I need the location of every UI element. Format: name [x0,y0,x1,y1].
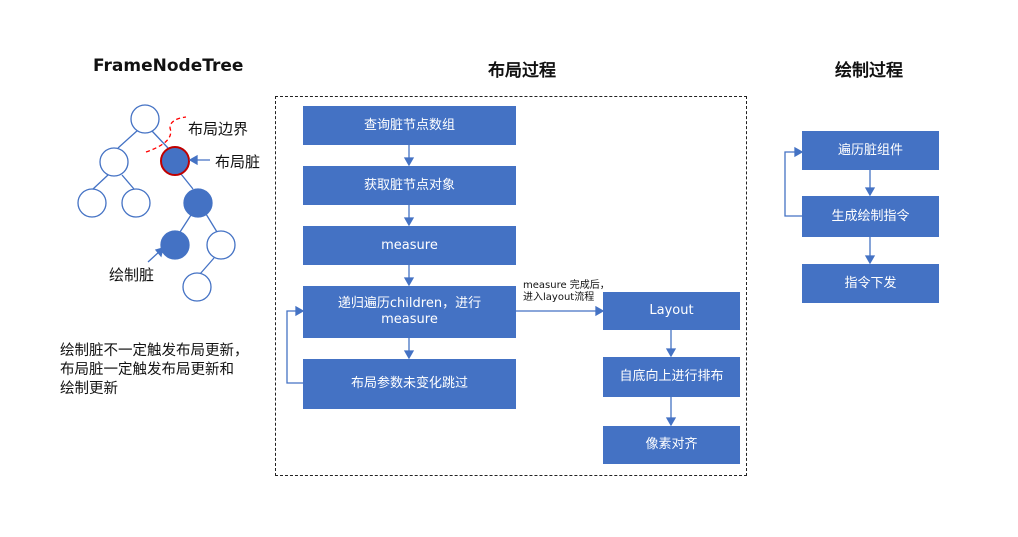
step-dispatch-commands: 指令下发 [802,264,939,303]
note-line-2: 布局脏一定触发布局更新和 [60,362,234,378]
step-generate-draw-commands: 生成绘制指令 [802,196,939,237]
transition-label: measure 完成后， 进入layout流程 [523,280,610,304]
transition-label-line-1: measure 完成后， [523,280,610,291]
draw-dirty-label: 绘制脏 [109,266,155,284]
layout-title: 布局过程 [488,61,556,81]
tree-node-lr [121,188,151,218]
tree-node-mid-filled [183,188,213,218]
tree-node-left [99,147,129,177]
step-recursive-measure-label: 递归遍历children，进行measure [337,296,482,327]
transition-label-line-2: 进入layout流程 [523,292,595,303]
step-measure: measure [303,226,516,265]
layout-process-frame [275,96,747,476]
tree-node-draw-dirty [160,230,190,260]
step-query-dirty-nodes: 查询脏节点数组 [303,106,516,145]
tree-node-root [130,104,160,134]
step-traverse-dirty-components: 遍历脏组件 [802,131,939,170]
step-skip-unchanged-label: 布局参数未变化跳过 [351,376,469,391]
step-recursive-measure: 递归遍历children，进行measure [303,286,516,338]
tree-title: FrameNodeTree [93,56,244,76]
note-line-3: 绘制更新 [60,381,118,397]
tree-node-right [206,230,236,260]
draw-title: 绘制过程 [835,61,903,81]
tree-node-layout-dirty [160,146,190,176]
note-text: 绘制脏不一定触发布局更新， 布局脏一定触发布局更新和 绘制更新 [60,342,249,399]
tree-node-bottom [182,272,212,302]
step-pixel-align: 像素对齐 [603,426,740,464]
step-layout: Layout [603,292,740,330]
note-line-1: 绘制脏不一定触发布局更新， [60,343,249,359]
layout-boundary-label: 布局边界 [188,120,249,138]
layout-dirty-label: 布局脏 [215,153,261,171]
step-skip-unchanged: 布局参数未变化跳过 [303,359,516,409]
step-get-dirty-node-object: 获取脏节点对象 [303,166,516,205]
step-bottom-up-arrange: 自底向上进行排布 [603,357,740,397]
tree-node-ll [77,188,107,218]
